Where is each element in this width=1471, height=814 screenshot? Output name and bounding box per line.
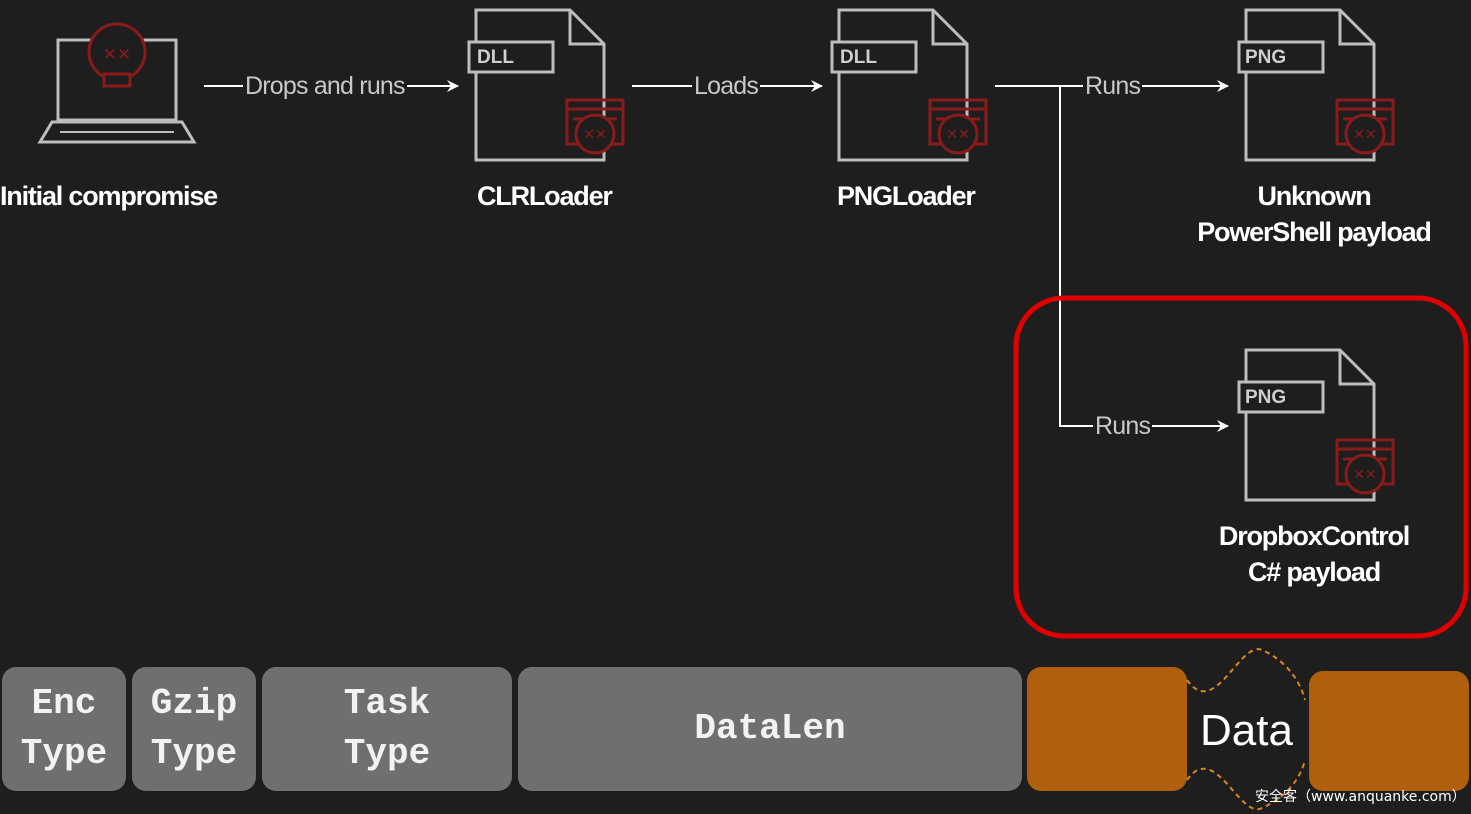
field-label-line: Enc [31, 683, 97, 724]
file-type-badge: PNG [1245, 47, 1287, 68]
laptop-icon: ✕✕ [37, 22, 197, 144]
node-label-dropbox-payload: DropboxControl C# payload [1200, 518, 1428, 590]
edge-label-runs: Runs [1093, 412, 1153, 440]
field-label: DataLen [694, 708, 846, 749]
field-label-line: Gzip [150, 683, 238, 724]
file-type-badge: DLL [477, 47, 514, 68]
node-label-initial-compromise: Initial compromise [0, 181, 218, 211]
packet-field-gzip-type: Gzip Type [132, 667, 256, 791]
packet-field-task-type: Task Type [262, 667, 512, 791]
field-label-line: Type [150, 733, 238, 774]
node-label-line: DropboxControl [1218, 521, 1410, 551]
data-break-outline [1186, 648, 1306, 811]
svg-text:✕✕: ✕✕ [103, 45, 132, 65]
packet-field-data-label: Data [1200, 706, 1293, 755]
node-label-clrloader: CLRLoader [477, 181, 613, 211]
watermark: 安全客（www.anquanke.com） [1255, 789, 1466, 805]
node-label-powershell-payload: Unknown PowerShell payload [1186, 178, 1442, 250]
edge-label-drops-and-runs: Drops and runs [243, 72, 407, 100]
edge-label-runs: Runs [1083, 72, 1143, 100]
node-label-pngloader: PNGLoader [837, 181, 976, 211]
packet-field-datalen: DataLen [518, 667, 1022, 791]
dll-file-icon [467, 8, 625, 162]
field-label-line: Type [343, 733, 431, 774]
png-file-icon [1237, 348, 1395, 502]
file-type-badge: PNG [1245, 387, 1287, 408]
dll-file-icon [830, 8, 988, 162]
edge-runs-dropbox [1059, 86, 1229, 432]
node-label-line: PowerShell payload [1197, 217, 1432, 247]
file-type-badge: DLL [840, 47, 877, 68]
node-label-line: Unknown [1257, 181, 1371, 211]
highlight-box [1013, 295, 1469, 639]
data-field-left [1027, 667, 1187, 791]
png-file-icon [1237, 8, 1395, 162]
field-label-line: Type [20, 733, 108, 774]
packet-field-enc-type: Enc Type [2, 667, 126, 791]
field-label-line: Task [343, 683, 431, 724]
node-label-line: C# payload [1247, 557, 1381, 587]
data-field-right [1309, 671, 1469, 791]
edge-label-loads: Loads [692, 72, 761, 100]
